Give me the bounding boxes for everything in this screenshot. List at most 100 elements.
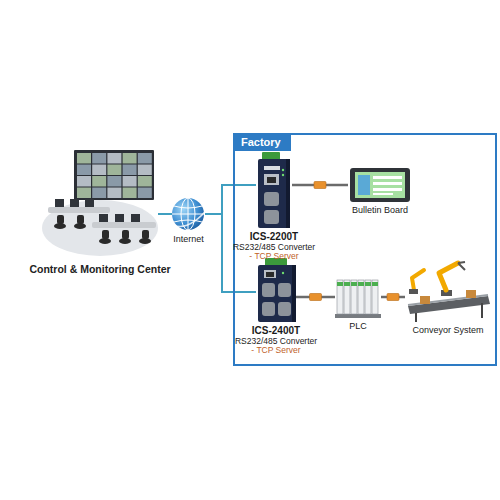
video-wall-tiles-part bbox=[123, 165, 137, 176]
plc-illustration bbox=[335, 280, 381, 318]
label-group: Conveyor System bbox=[412, 325, 483, 335]
converter-device: ICS-2200TRS232/485 Converter- TCP Server bbox=[256, 152, 292, 228]
device-role: - TCP Server bbox=[233, 252, 315, 262]
video-wall-tiles-part bbox=[92, 153, 106, 164]
cable-connector bbox=[205, 214, 256, 292]
video-wall-tiles-part bbox=[107, 188, 121, 199]
conveyor-illustration-part bbox=[420, 296, 430, 304]
plc-illustration-part bbox=[335, 314, 381, 318]
video-wall-tiles-part bbox=[123, 188, 137, 199]
monitoring-center: Control & Monitoring Center bbox=[42, 150, 158, 260]
node-label: Control & Monitoring Center bbox=[29, 263, 170, 275]
plc-illustration-part bbox=[372, 280, 378, 314]
control-room-illustration-part bbox=[57, 215, 64, 224]
plc-illustration-part bbox=[351, 280, 357, 314]
frame-title: Factory bbox=[241, 136, 281, 149]
device-description: RS232/485 Converter bbox=[233, 243, 315, 253]
ics-2200t-device-part bbox=[264, 210, 279, 224]
ics-2400t-device-part bbox=[266, 272, 274, 277]
conveyor-illustration-part bbox=[439, 263, 458, 290]
control-room-illustration-part bbox=[139, 238, 151, 244]
conveyor-illustration-part bbox=[481, 303, 483, 318]
control-room-illustration-part bbox=[99, 214, 108, 222]
ics-2200t-device-part bbox=[267, 177, 276, 183]
video-wall-tiles-part bbox=[77, 153, 91, 164]
control-room-illustration-part bbox=[119, 238, 131, 244]
plc-illustration-part bbox=[337, 282, 343, 286]
ics-2200t-device-part bbox=[258, 159, 290, 228]
plc-illustration-part bbox=[344, 282, 350, 286]
cable-plug bbox=[387, 294, 399, 301]
node-label: PLC bbox=[349, 321, 367, 331]
video-wall-tiles-part bbox=[138, 188, 152, 199]
plc-illustration-part bbox=[358, 280, 364, 314]
plc-illustration-part bbox=[344, 280, 350, 314]
bulletin-board-illustration-part bbox=[373, 182, 402, 185]
cable-plug bbox=[314, 182, 326, 189]
ics-2200t-device bbox=[258, 152, 290, 228]
bulletin-board-illustration bbox=[350, 168, 410, 202]
control-room-illustration-part bbox=[115, 214, 124, 222]
video-wall-tiles-part bbox=[138, 165, 152, 176]
internet-globe-illustration bbox=[168, 198, 210, 230]
control-room-illustration-part bbox=[142, 230, 149, 239]
video-wall-tiles-part bbox=[107, 176, 121, 187]
ics-2400t-device-part bbox=[282, 272, 284, 274]
ics-2200t-device-part bbox=[264, 166, 280, 170]
video-wall-tiles-part bbox=[92, 188, 106, 199]
video-wall-tiles-part bbox=[107, 153, 121, 164]
video-wall-tiles-part bbox=[138, 153, 152, 164]
control-room-illustration-part bbox=[55, 199, 64, 207]
bulletin-board-illustration-part bbox=[350, 168, 410, 202]
control-room-illustration-part bbox=[85, 199, 94, 207]
control-room-illustration-part bbox=[77, 215, 84, 224]
ics-2400t-device-part bbox=[278, 302, 291, 316]
frame-tab: Factory bbox=[235, 135, 291, 151]
ics-2400t-device-part bbox=[262, 302, 275, 316]
bulletin-board-illustration-part bbox=[373, 193, 393, 195]
model-name: ICS-2400T bbox=[235, 325, 317, 337]
video-wall-tiles-part bbox=[92, 165, 106, 176]
control-room-illustration-part bbox=[99, 238, 111, 244]
label-group: Bulletin Board bbox=[352, 205, 408, 215]
cable-connector bbox=[205, 185, 256, 214]
label-group: Control & Monitoring Center bbox=[29, 263, 170, 275]
conveyor-illustration-part bbox=[458, 262, 465, 270]
video-wall-tiles bbox=[77, 153, 152, 198]
bulletin-board-illustration-part bbox=[373, 176, 402, 179]
cable-plug bbox=[310, 294, 322, 301]
label-group: PLC bbox=[349, 321, 367, 331]
control-room-illustration bbox=[42, 150, 158, 256]
plc-illustration-part bbox=[358, 282, 364, 286]
conveyor-illustration-part bbox=[409, 289, 418, 294]
control-room-illustration-part bbox=[74, 223, 86, 229]
ics-2400t-device-part bbox=[262, 283, 275, 297]
control-room-illustration-part bbox=[42, 200, 158, 256]
ics-2200t-device-part bbox=[282, 169, 284, 171]
ics-2200t-device-part bbox=[262, 152, 280, 160]
video-wall-tiles-part bbox=[123, 153, 137, 164]
internet-globe-illustration-part bbox=[174, 220, 202, 222]
converter-device: ICS-2400TRS232/485 Converter- TCP Server bbox=[256, 258, 296, 322]
video-wall-tiles-part bbox=[77, 176, 91, 187]
conveyor-illustration-part bbox=[466, 290, 476, 298]
cable-connector bbox=[158, 213, 172, 215]
bulletin-board-illustration-part bbox=[373, 188, 402, 191]
node-label: Bulletin Board bbox=[352, 205, 408, 215]
control-room-illustration-part bbox=[92, 222, 156, 228]
video-wall-tiles-part bbox=[77, 165, 91, 176]
device-description: RS232/485 Converter bbox=[235, 337, 317, 347]
video-wall-tiles-part bbox=[123, 176, 137, 187]
ics-2400t-device-part bbox=[278, 283, 291, 297]
ics-2200t-device-part bbox=[264, 174, 279, 185]
control-room-illustration-part bbox=[131, 214, 140, 222]
plc-illustration-part bbox=[351, 282, 357, 286]
plc-illustration-part bbox=[372, 282, 378, 286]
ics-2400t-device bbox=[258, 258, 296, 322]
plc-illustration-part bbox=[365, 280, 371, 314]
ics-2200t-device-part bbox=[282, 174, 284, 176]
conveyor-illustration-part bbox=[415, 313, 417, 322]
ics-2400t-device-part bbox=[264, 270, 276, 278]
label-group: ICS-2400TRS232/485 Converter- TCP Server bbox=[235, 325, 317, 356]
